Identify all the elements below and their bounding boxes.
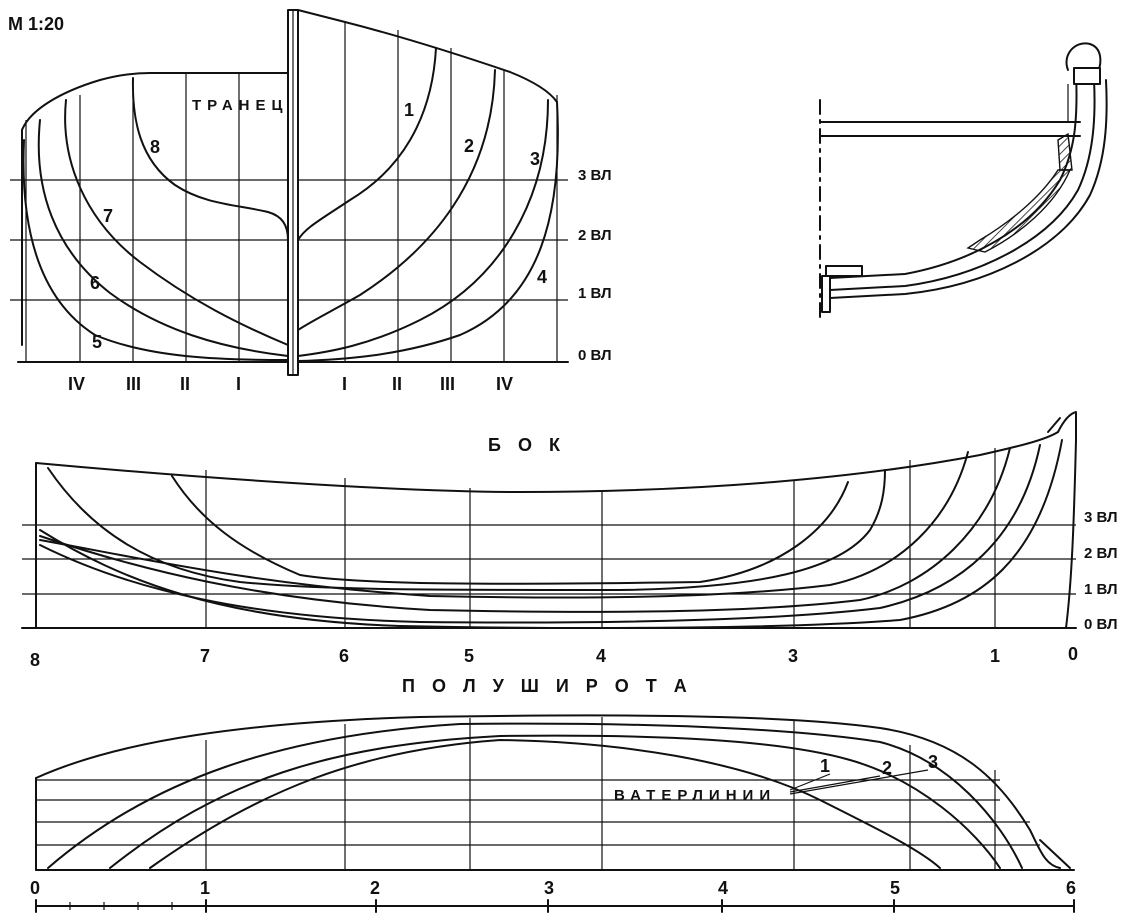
buttock-label-left-1: I [236, 374, 241, 394]
buttock-label-right-4: IV [496, 374, 513, 394]
station-8 [131, 77, 289, 241]
station-label-3: 3 [530, 149, 540, 169]
profile-wl-label-1: 1 ВЛ [1084, 581, 1118, 598]
half-breadth-title: П О Л У Ш И Р О Т А [402, 676, 693, 696]
waterlines-label: ВАТЕРЛИНИИ [614, 787, 776, 804]
buttock-label-left-2: II [180, 374, 190, 394]
profile-station-8: 8 [30, 650, 40, 670]
half-breadth-wl-3 [47, 722, 1023, 869]
body-wl-label-1: 1 ВЛ [578, 285, 612, 302]
half-breadth-station-0: 0 [30, 878, 40, 898]
station-label-4: 4 [537, 267, 547, 287]
profile-station-6: 6 [339, 646, 349, 666]
station-3 [297, 99, 549, 357]
profile-wl-label-2: 2 ВЛ [1084, 545, 1118, 562]
station-4 [297, 101, 559, 362]
half-breadth-wl-1 [149, 739, 941, 869]
body-wl-label-2: 2 ВЛ [578, 227, 612, 244]
buttock-label-right-3: III [440, 374, 455, 394]
body-wl-label-3: 3 ВЛ [578, 167, 612, 184]
station-6 [37, 119, 289, 357]
half-breadth-wl-2 [109, 734, 1001, 869]
sheer-right [297, 9, 558, 103]
profile-station-1: 1 [990, 646, 1000, 666]
profile-stem [1057, 411, 1077, 629]
profile-sheer [35, 431, 1059, 493]
station-label-1: 1 [404, 100, 414, 120]
half-breadth-wl-number-2: 2 [882, 758, 892, 778]
buttock-label-right-2: II [392, 374, 402, 394]
station-7 [64, 99, 289, 346]
profile-title: Б О К [488, 435, 566, 455]
profile-station-4: 4 [596, 646, 606, 666]
half-breadth-wl-number-1: 1 [820, 756, 830, 776]
body-wl-label-0: 0 ВЛ [578, 347, 612, 364]
profile-station-3: 3 [788, 646, 798, 666]
half-breadth-station-3: 3 [544, 878, 554, 898]
half-breadth-station-6: 6 [1066, 878, 1076, 898]
buttock-label-left-4: IV [68, 374, 85, 394]
half-breadth-station-4: 4 [718, 878, 728, 898]
station-label-8: 8 [150, 137, 160, 157]
section-detail [819, 42, 1108, 321]
half-breadth-sheer [35, 714, 1061, 869]
body-plan: ТРАНЕЦ 8 7 6 5 1 2 3 4 3 ВЛ 2 ВЛ 1 ВЛ 0 … [10, 9, 612, 394]
station-5 [22, 139, 289, 361]
half-breadth-view: П О Л У Ш И Р О Т А ВАТЕРЛИНИИ 1 2 3 0 1… [30, 676, 1076, 913]
buttock-label-right-1: I [342, 374, 347, 394]
half-breadth-wl-number-3: 3 [928, 752, 938, 772]
profile-station-7: 7 [200, 646, 210, 666]
buttock-label-left-3: III [126, 374, 141, 394]
station-1 [297, 47, 437, 241]
station-label-5: 5 [92, 332, 102, 352]
station-label-7: 7 [103, 206, 113, 226]
scale-label: М 1:20 [8, 14, 64, 34]
half-breadth-station-2: 2 [370, 878, 380, 898]
profile-view: Б О К 3 ВЛ 2 ВЛ 1 ВЛ 0 ВЛ 8 7 6 5 4 3 [21, 411, 1118, 670]
station-label-6: 6 [90, 273, 100, 293]
half-breadth-station-1: 1 [200, 878, 210, 898]
station-2 [297, 69, 496, 331]
profile-station-0: 0 [1068, 644, 1078, 664]
scale-bar [35, 899, 1075, 913]
transom-outline [21, 72, 289, 131]
profile-station-5: 5 [464, 646, 474, 666]
station-label-2: 2 [464, 136, 474, 156]
transom-label: ТРАНЕЦ [192, 97, 288, 114]
profile-wl-label-0: 0 ВЛ [1084, 616, 1118, 633]
profile-wl-label-3: 3 ВЛ [1084, 509, 1118, 526]
half-breadth-station-5: 5 [890, 878, 900, 898]
